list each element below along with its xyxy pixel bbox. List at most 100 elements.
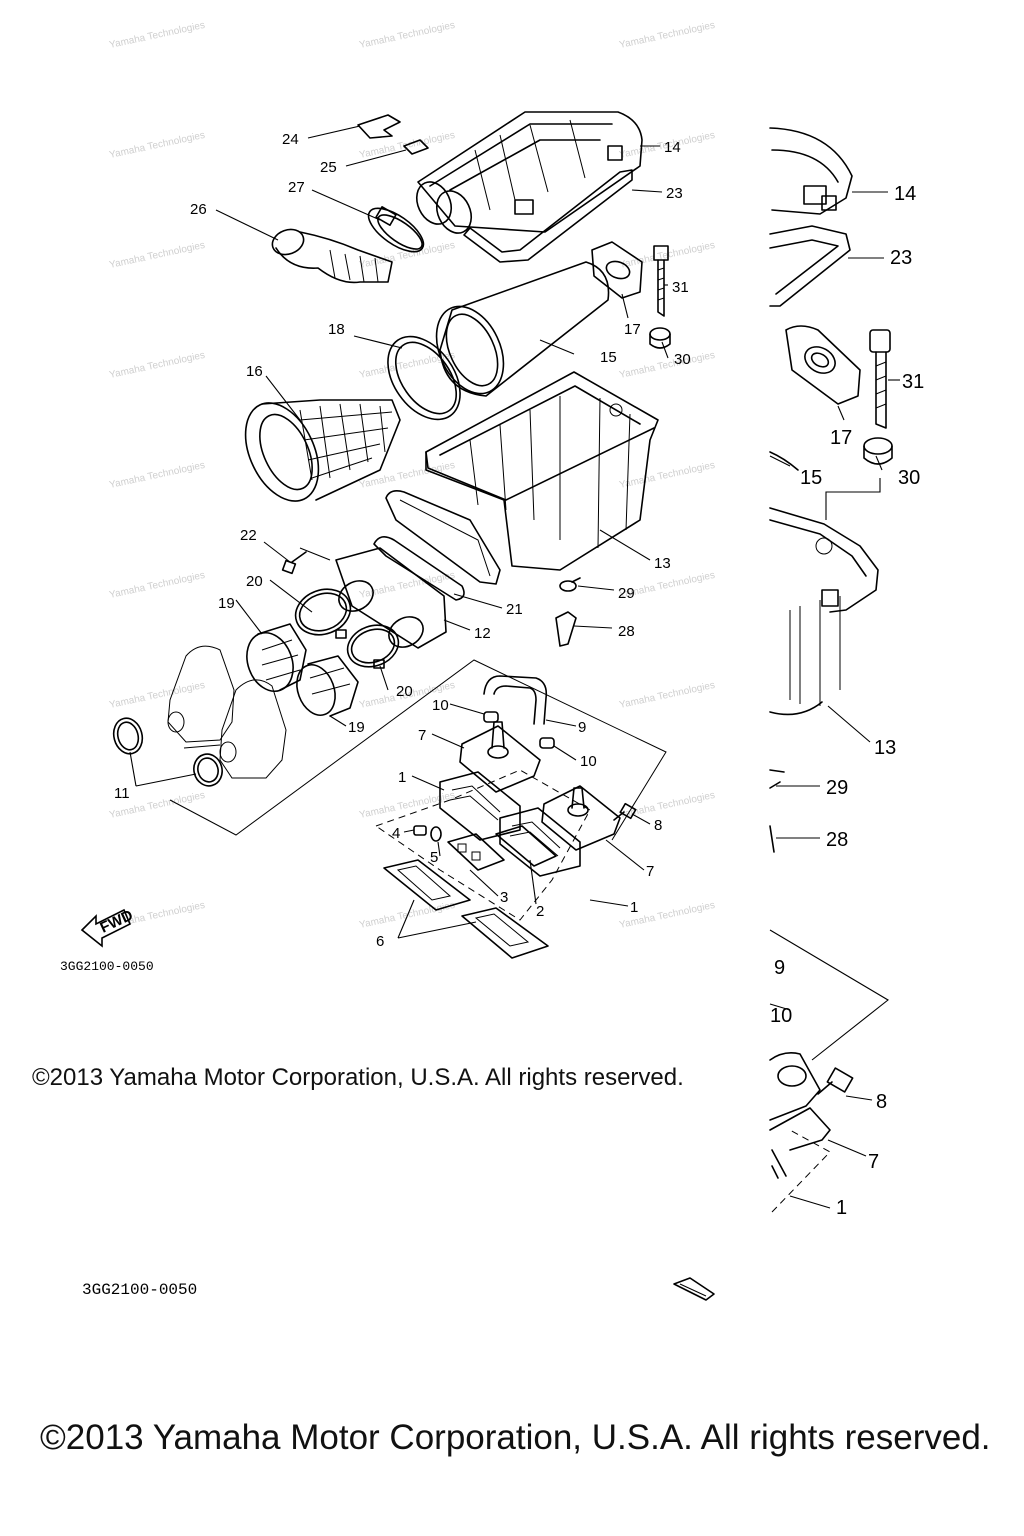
callout-14: 14 (664, 139, 681, 156)
callout-27: 27 (288, 179, 305, 196)
part-26-intake-duct (271, 206, 425, 284)
copyright-notice-small: ©2013 Yamaha Motor Corporation, U.S.A. A… (32, 1064, 684, 1091)
part-2-reed (495, 825, 557, 867)
watermark-text: Yamaha Technologies (108, 130, 206, 161)
copyright-notice-large: ©2013 Yamaha Motor Corporation, U.S.A. A… (40, 1418, 991, 1457)
part-30-grommet (649, 327, 671, 349)
part-15-filter-element (435, 261, 610, 397)
callout-9: 9 (578, 719, 586, 736)
callout-19-upper: 19 (218, 595, 235, 612)
callout-numbers: 24 25 27 26 14 23 31 17 18 15 30 16 13 2… (114, 131, 691, 950)
callout-7-left: 7 (418, 727, 426, 744)
part-28-drain (555, 611, 577, 647)
callout-26: 26 (190, 201, 207, 218)
callout-1-right: 1 (630, 899, 638, 916)
part-20-clamp-upper (294, 588, 352, 639)
fwd-label: FWD (98, 907, 136, 937)
part-10-clip-left (483, 711, 499, 723)
leader-lines (129, 125, 669, 939)
callout-25: 25 (320, 159, 337, 176)
part-7-valve-cover-left (459, 721, 541, 793)
zoom-callout-31: 31 (902, 371, 924, 393)
zoom-callout-17: 17 (830, 427, 852, 449)
drawing-code-small: 3GG2100-0050 (60, 959, 154, 974)
part-25-clip (403, 139, 429, 155)
callout-1-left: 1 (398, 769, 406, 786)
callout-22: 22 (240, 527, 257, 544)
callout-12: 12 (474, 625, 491, 642)
part-16-screen-cage (244, 399, 401, 502)
callout-31: 31 (672, 279, 689, 296)
callout-21: 21 (506, 601, 523, 618)
part-13-airbox-case (385, 371, 659, 585)
part-18-clamp-ring (387, 335, 461, 421)
callout-6: 6 (376, 933, 384, 950)
part-21-o-ring (373, 536, 465, 601)
callout-28: 28 (618, 623, 635, 640)
zoom-callout-23: 23 (890, 247, 912, 269)
callout-20-upper: 20 (246, 573, 263, 590)
callout-2: 2 (536, 903, 544, 920)
callout-8: 8 (654, 817, 662, 834)
callout-30: 30 (674, 351, 691, 368)
callout-15: 15 (600, 349, 617, 366)
part-20-clamp-lower (346, 624, 400, 669)
watermark-text: Yamaha Technologies (618, 20, 716, 51)
part-3-stopper (447, 833, 505, 871)
callout-11: 11 (114, 785, 130, 802)
callout-4: 4 (392, 825, 400, 842)
phantom-frame (169, 659, 667, 841)
part-11-clamp (112, 717, 223, 787)
callout-5: 5 (430, 849, 438, 866)
zoom-callout-13: 13 (874, 737, 896, 759)
part-24-clip (357, 114, 401, 139)
zoom-callout-1: 1 (836, 1197, 847, 1219)
callout-13: 13 (654, 555, 671, 572)
zoom-callout-9: 9 (774, 957, 785, 979)
main-drawing: FWD (60, 111, 691, 974)
watermark-text: Yamaha Technologies (358, 790, 456, 821)
zoom-callout-14: 14 (894, 183, 916, 205)
callout-19-lower: 19 (348, 719, 365, 736)
part-19-boot-lower (296, 655, 359, 717)
phantom-frame-2 (183, 547, 331, 749)
part-7-valve-cover-right (541, 785, 621, 851)
part-4-screw (413, 825, 427, 836)
callout-18: 18 (328, 321, 345, 338)
watermark-text: Yamaha Technologies (108, 680, 206, 711)
zoom-callout-8: 8 (876, 1091, 887, 1113)
callout-10-right: 10 (580, 753, 597, 770)
zoom-callout-10: 10 (770, 1005, 792, 1027)
callout-23: 23 (666, 185, 683, 202)
callout-20-lower: 20 (396, 683, 413, 700)
callout-29: 29 (618, 585, 635, 602)
callout-16: 16 (246, 363, 263, 380)
part-29-clip (559, 577, 581, 592)
watermark-text: Yamaha Technologies (618, 680, 716, 711)
zoom-callout-15: 15 (800, 467, 822, 489)
part-8-screw (613, 802, 637, 821)
watermark-text: Yamaha Technologies (358, 20, 456, 51)
drawing-code-large: 3GG2100-0050 (82, 1281, 197, 1299)
watermark-text: Yamaha Technologies (108, 570, 206, 601)
part-5-washer (430, 826, 442, 842)
callout-17: 17 (624, 321, 641, 338)
callout-24: 24 (282, 131, 299, 148)
part-1-reed-valve-left (439, 771, 521, 841)
watermark-text: Yamaha Technologies (108, 240, 206, 271)
part-22-screw (281, 551, 307, 575)
callout-7-right: 7 (646, 863, 654, 880)
part-17-bracket (591, 241, 643, 299)
watermark-text: Yamaha Technologies (108, 350, 206, 381)
part-19-boot-upper (246, 623, 307, 692)
zoom-callout-7: 7 (868, 1151, 879, 1173)
part-12-joint (335, 547, 447, 649)
part-9-hose (483, 675, 548, 725)
zoom-callout-30: 30 (898, 467, 920, 489)
watermark-text: Yamaha Technologies (108, 20, 206, 51)
subassembly-outline (374, 769, 591, 921)
part-10-clip-right (539, 737, 555, 749)
zoomed-inset: 14 23 31 17 15 30 13 29 28 9 10 8 7 1 3G… (82, 127, 924, 1301)
